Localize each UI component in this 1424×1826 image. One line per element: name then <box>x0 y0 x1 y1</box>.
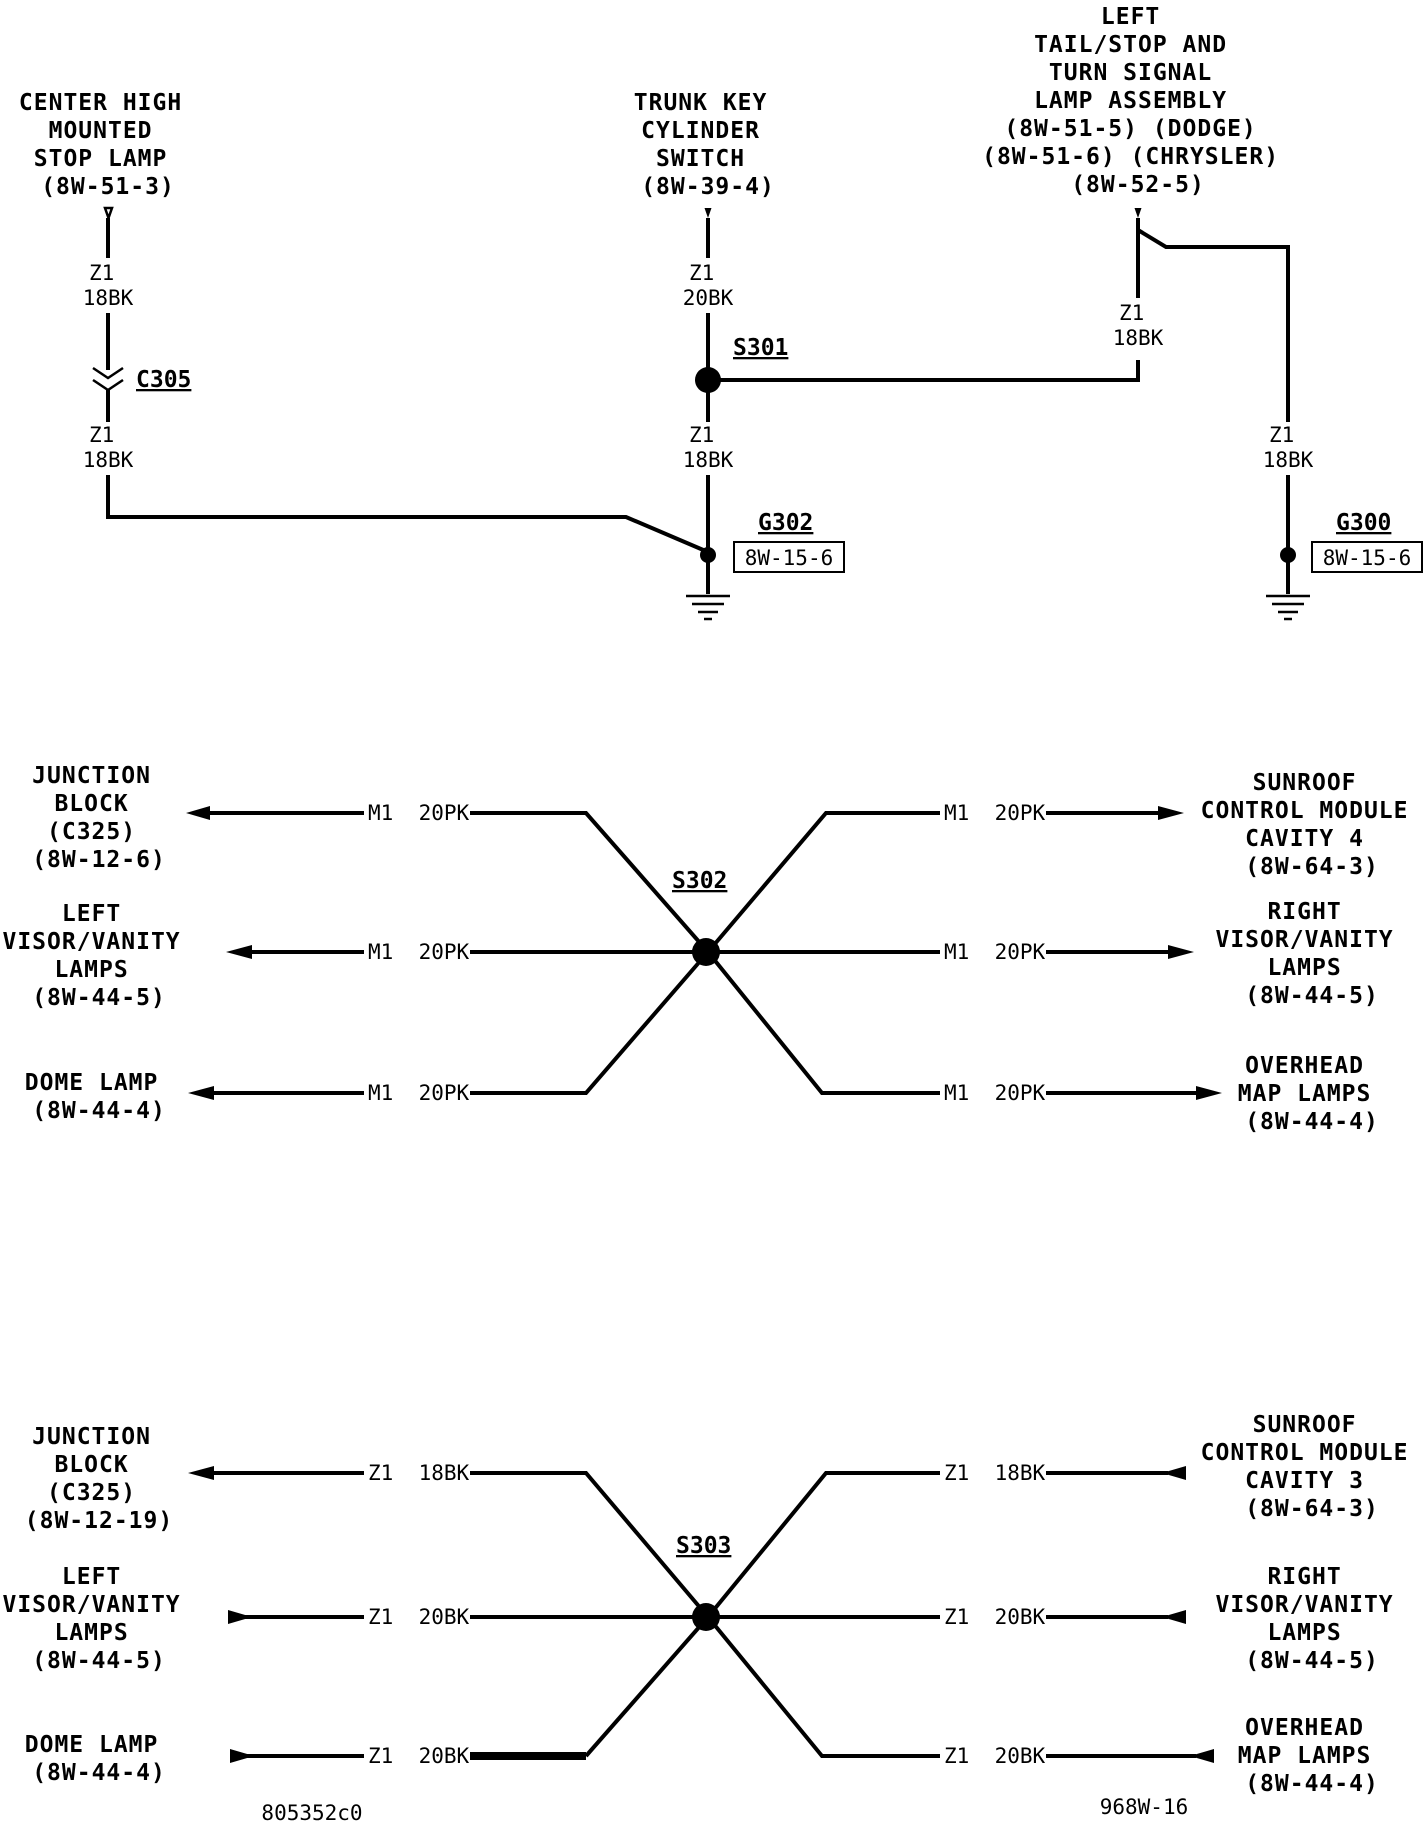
tail-wire-a-label: Z1 18BK <box>1113 301 1164 350</box>
trunk-switch-label: TRUNK KEY CYLINDER SWITCH (8W-39-4) <box>634 90 782 200</box>
s302-left-2-wire-label: M1 20PK <box>368 1081 470 1105</box>
s302-right-0-arrow <box>1158 806 1184 820</box>
s303-left-1-wire-label: Z1 20BK <box>368 1605 470 1629</box>
trunk-wire-lower-label: Z1 18BK <box>683 423 734 472</box>
s303-left-1-label: LEFT VISOR/VANITY LAMPS (8W-44-5) <box>2 1564 195 1674</box>
s303-right-0-pin <box>1162 1466 1186 1480</box>
g302-ref-box <box>733 541 845 573</box>
g300-label: G300 <box>1336 510 1391 536</box>
c305-connector-icon <box>92 366 124 392</box>
s302-left-0-wire-label: M1 20PK <box>368 801 470 825</box>
s303-right-2-label: OVERHEAD MAP LAMPS (8W-44-4) <box>1238 1715 1386 1797</box>
s302-left-0-label: JUNCTION BLOCK (C325) (8W-12-6) <box>32 763 166 873</box>
s302-right-2-run <box>706 950 940 1095</box>
s302-label: S302 <box>672 868 727 894</box>
s301-label: S301 <box>733 335 788 361</box>
g300-ref-box <box>1311 541 1423 573</box>
s302-left-0-arrow <box>186 806 210 820</box>
s302-right-1-wire-label: M1 20PK <box>944 940 1046 964</box>
s303-left-2-pin <box>230 1749 254 1763</box>
s303-left-0-wire-label: Z1 18BK <box>368 1461 470 1485</box>
s303-right-1-pin <box>1162 1610 1186 1624</box>
s303-left-0-run <box>470 1471 710 1619</box>
chmsl-pin <box>103 206 114 222</box>
s302-right-1-arrow <box>1168 945 1194 959</box>
g300-ground-icon <box>1266 594 1310 621</box>
tail-wire-b-run <box>1136 228 1290 422</box>
s302-right-2-arrow <box>1196 1086 1222 1100</box>
s302-left-2-arrow <box>188 1086 214 1100</box>
s303-right-0-wire-label: Z1 18BK <box>944 1461 1046 1485</box>
chmsl-ground-run <box>106 475 709 554</box>
trunk-pin <box>704 208 712 218</box>
g302-ground-icon <box>686 594 730 621</box>
s303-right-0-run <box>706 1471 940 1619</box>
s303-right-2-run <box>706 1615 940 1758</box>
s303-right-0-label: SUNROOF CONTROL MODULE CAVITY 3 (8W-64-3… <box>1201 1412 1424 1522</box>
s303-right-2-wire-label: Z1 20BK <box>944 1744 1046 1768</box>
g300-ref: 8W-15-6 <box>1323 546 1412 570</box>
s303-left-1-pin <box>228 1610 252 1624</box>
g302-ref: 8W-15-6 <box>745 546 834 570</box>
s301-to-tail-wire <box>708 360 1140 382</box>
c305-label: C305 <box>136 367 191 393</box>
tail-pin <box>1134 208 1142 218</box>
g302-junction-dot <box>700 547 716 563</box>
top-section: CENTER HIGH MOUNTED STOP LAMP (8W-51-3) … <box>19 4 1423 621</box>
s302-section: JUNCTION BLOCK (C325) (8W-12-6) LEFT VIS… <box>2 763 1424 1135</box>
s302-right-0-run <box>706 811 940 954</box>
s303-left-0-arrow <box>188 1466 214 1480</box>
s302-left-1-label: LEFT VISOR/VANITY LAMPS (8W-44-5) <box>2 901 195 1011</box>
chmsl-wire-upper-label: Z1 18BK <box>83 261 134 310</box>
s303-right-1-label: RIGHT VISOR/VANITY LAMPS (8W-44-5) <box>1215 1564 1408 1674</box>
s302-right-0-wire-label: M1 20PK <box>944 801 1046 825</box>
tail-wire-b-label: Z1 18BK <box>1263 423 1314 472</box>
s303-left-2-wire-label: Z1 20BK <box>368 1744 470 1768</box>
s302-left-2-label: DOME LAMP (8W-44-4) <box>25 1070 173 1124</box>
s302-left-0-run <box>470 811 710 954</box>
s302-left-2-run <box>470 950 710 1095</box>
g300-junction-dot <box>1280 547 1296 563</box>
footer-left-code: 805352c0 <box>261 1801 362 1825</box>
s303-left-2-run <box>584 1615 710 1758</box>
s302-left-1-wire-label: M1 20PK <box>368 940 470 964</box>
s303-right-1-wire-label: Z1 20BK <box>944 1605 1046 1629</box>
s303-section: JUNCTION BLOCK (C325) (8W-12-19) LEFT VI… <box>2 1412 1424 1797</box>
g302-label: G302 <box>758 510 813 536</box>
s302-right-1-label: RIGHT VISOR/VANITY LAMPS (8W-44-5) <box>1215 899 1408 1009</box>
chmsl-label: CENTER HIGH MOUNTED STOP LAMP (8W-51-3) <box>19 90 197 200</box>
tail-lamp-label: LEFT TAIL/STOP AND TURN SIGNAL LAMP ASSE… <box>982 4 1294 198</box>
footer-right-code: 968W-16 <box>1100 1795 1189 1819</box>
s303-left-0-label: JUNCTION BLOCK (C325) (8W-12-19) <box>25 1424 173 1534</box>
s302-right-2-label: OVERHEAD MAP LAMPS (8W-44-4) <box>1238 1053 1386 1135</box>
s302-right-2-wire-label: M1 20PK <box>944 1081 1046 1105</box>
s303-right-2-pin <box>1190 1749 1214 1763</box>
chmsl-wire-lower-label: Z1 18BK <box>83 423 134 472</box>
s302-right-0-label: SUNROOF CONTROL MODULE CAVITY 4 (8W-64-3… <box>1201 770 1424 880</box>
s302-left-1-arrow <box>226 945 252 959</box>
trunk-wire-upper-label: Z1 20BK <box>683 261 734 310</box>
s303-label: S303 <box>676 1533 731 1559</box>
s303-left-2-label: DOME LAMP (8W-44-4) <box>25 1732 173 1786</box>
